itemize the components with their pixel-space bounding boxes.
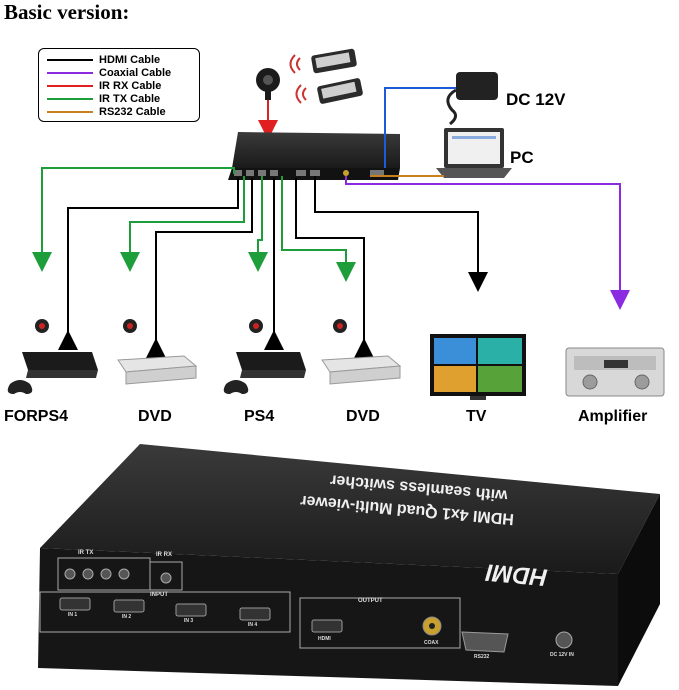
cable-legend: HDMI Cable Coaxial Cable IR RX Cable IR …: [38, 48, 200, 122]
legend-coaxial: Coaxial Cable: [47, 66, 171, 79]
ir-emitter-icon: [35, 319, 49, 333]
port-in3-label: IN 3: [184, 618, 194, 624]
pc-label: PC: [510, 148, 534, 167]
switcher-device-front: [38, 444, 660, 686]
ir-receiver-icon: [256, 68, 280, 100]
port-dc-in-label: DC 12V IN: [550, 652, 574, 658]
legend-hdmi-label: HDMI Cable: [99, 53, 161, 66]
dvd-player-icon: [117, 355, 198, 385]
amplifier-icon: [565, 347, 665, 397]
legend-ir-rx: IR RX Cable: [47, 79, 161, 92]
port-in1-label: IN 1: [68, 612, 78, 618]
ir-tx-cable-1: [32, 167, 235, 272]
tv-label: TV: [466, 408, 487, 425]
port-hdmi-out-label: HDMI: [318, 636, 331, 642]
port-in4-label: IN 4: [248, 622, 258, 628]
legend-coaxial-label: Coaxial Cable: [99, 66, 172, 79]
legend-ir-rx-label: IR RX Cable: [99, 79, 162, 92]
legend-ir-rx-swatch: [47, 84, 93, 87]
ir-emitter-icon: [123, 319, 137, 333]
hdmi-output-cable: [314, 176, 488, 292]
legend-rs232-label: RS232 Cable: [99, 105, 166, 118]
power-adapter-icon: [446, 72, 498, 126]
source-1-label: FORPS4: [4, 408, 69, 425]
output-section-label: OUTPUT: [358, 598, 383, 604]
source-2-label: DVD: [138, 408, 172, 425]
legend-rs232-swatch: [47, 110, 93, 113]
ir-emitter-icon: [333, 319, 347, 333]
ir-tx-cable-4: [281, 176, 356, 282]
dc-12v-label: DC 12V: [506, 90, 566, 109]
amplifier-label: Amplifier: [578, 408, 648, 425]
ir-tx-cable-3: [248, 176, 268, 272]
legend-ir-tx: IR TX Cable: [47, 92, 160, 105]
port-in2-label: IN 2: [122, 614, 132, 620]
pc-laptop-icon: [436, 128, 512, 178]
source-4-label: DVD: [346, 408, 380, 425]
tv-icon: [430, 334, 526, 400]
ir-tx-text: IR TX: [78, 550, 94, 556]
hdmi-logo: HDMI: [484, 558, 549, 591]
hdmi-input-cable-2: [146, 178, 253, 358]
dvd-player-icon: [321, 355, 402, 385]
legend-ir-tx-label: IR TX Cable: [99, 92, 161, 105]
ir-emitter-icon: [249, 319, 263, 333]
dc-power-cable: [384, 87, 456, 168]
diagram-title: Basic version:: [4, 0, 130, 24]
source-3-label: PS4: [244, 408, 275, 425]
remote-control-icon: [289, 48, 363, 104]
legend-hdmi-swatch: [47, 58, 93, 61]
input-section-label: INPUT: [150, 592, 168, 598]
port-coax-label: COAX: [424, 640, 439, 646]
coaxial-cable: [345, 176, 630, 310]
legend-coaxial-swatch: [47, 71, 93, 74]
switcher-device-top: [228, 132, 400, 180]
ir-tx-cable-2: [120, 176, 245, 272]
legend-rs232: RS232 Cable: [47, 105, 166, 118]
legend-ir-tx-swatch: [47, 97, 93, 100]
ps4-console-icon: [223, 352, 306, 394]
legend-hdmi: HDMI Cable: [47, 53, 160, 66]
hdmi-input-cable-1: [58, 178, 239, 350]
hdmi-input-cable-4: [295, 178, 374, 358]
port-rs232-label: RS232: [474, 654, 490, 660]
ps4-console-icon: [7, 352, 98, 394]
ir-rx-text: IR RX: [156, 552, 173, 558]
